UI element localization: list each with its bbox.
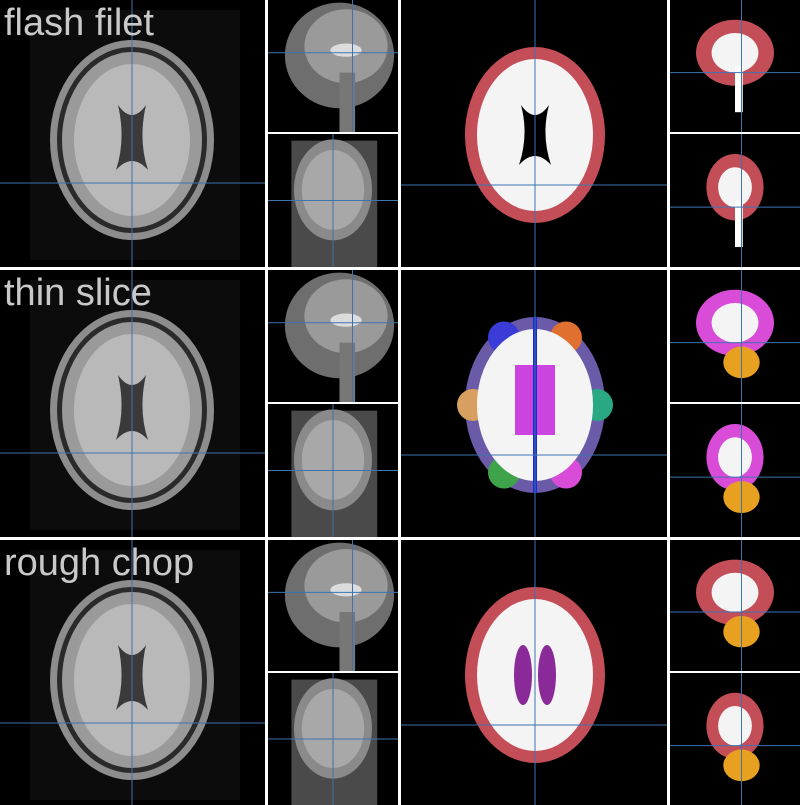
sagittal-segmentation-panel [670,0,800,132]
coronal-segmentation-panel [670,673,800,805]
sagittal-mri-panel [268,540,398,671]
axial-mri-panel-image [0,0,265,267]
row-rough-chop: rough chop [0,540,800,805]
sagittal-segmentation-panel [670,270,800,402]
sagittal-mri-panel-image [268,0,398,132]
ventricle-left [514,645,532,705]
method-label: rough chop [4,542,195,584]
method-label: flash filet [4,2,154,44]
axial-mri-panel: thin slice [0,270,265,537]
sagittal-segmentation-panel-image [670,540,800,671]
coronal-mri-panel [268,404,398,537]
sagittal-segmentation-panel-image [670,270,800,402]
corpus-callosum [330,313,362,327]
axial-mri-panel-image [0,270,265,537]
axial-segmentation-panel [401,270,667,537]
coronal-segmentation-panel [670,404,800,537]
brainstem [339,612,356,671]
brainstem-segmentation [735,66,743,113]
coronal-mri-panel-image [268,134,398,267]
coronal-segmentation-panel-image [670,673,800,805]
row-flash-filet: flash filet [0,0,800,267]
coronal-segmentation-panel-image [670,404,800,537]
coronal-mri-panel [268,134,398,267]
brainstem [339,72,356,132]
white-matter-segmentation [718,167,752,208]
coronal-segmentation-panel [670,134,800,267]
white-matter-segmentation [711,33,759,73]
white-matter-segmentation [718,437,752,478]
sagittal-segmentation-panel-image [670,0,800,132]
sagittal-segmentation-panel [670,540,800,671]
row-thin-slice: thin slice [0,270,800,537]
axial-mri-panel-image [0,540,265,805]
corpus-callosum [330,583,362,597]
brainstem [339,342,356,402]
white-matter-segmentation [711,572,759,613]
coronal-mri-panel-image [268,673,398,805]
white-matter-segmentation [718,706,752,746]
sagittal-mri-panel [268,270,398,402]
brainstem-segmentation [735,200,743,248]
axial-segmentation-panel [401,0,667,267]
axial-segmentation-panel [401,540,667,805]
coronal-mri-panel-image [268,404,398,537]
method-label: thin slice [4,272,152,314]
axial-segmentation-panel-image [401,540,667,805]
sagittal-mri-panel-image [268,270,398,402]
axial-segmentation-panel-image [401,0,667,267]
coronal-mri-panel [268,673,398,805]
axial-segmentation-panel-image [401,270,667,537]
axial-mri-panel: flash filet [0,0,265,267]
sagittal-mri-panel [268,0,398,132]
coronal-segmentation-panel-image [670,134,800,267]
ventricle-right [538,645,556,705]
axial-mri-panel: rough chop [0,540,265,805]
white-matter-segmentation [711,303,759,343]
sagittal-mri-panel-image [268,540,398,671]
corpus-callosum [330,43,362,57]
